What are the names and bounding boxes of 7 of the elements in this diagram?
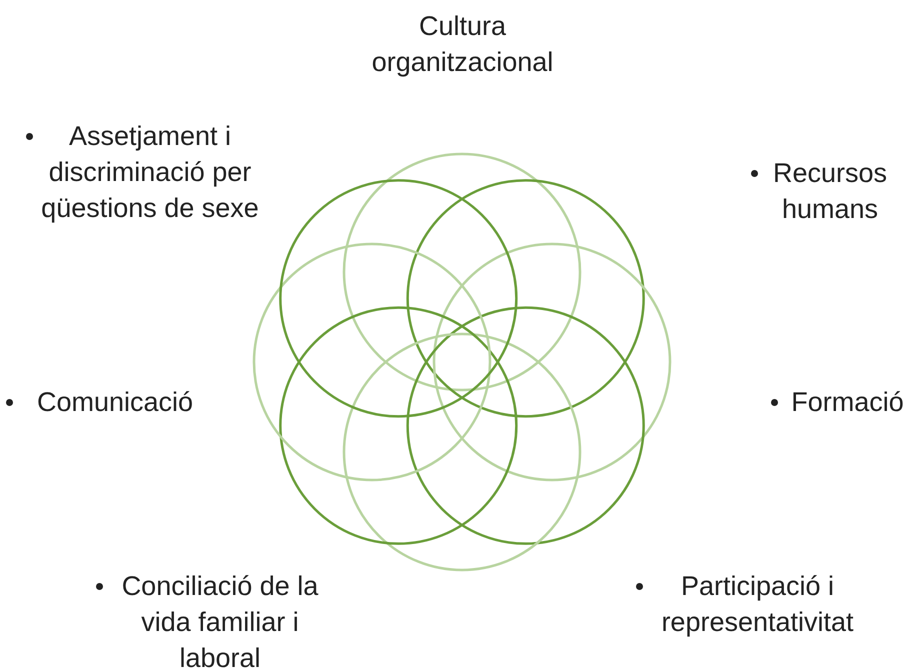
category-label: Participació i representativitat [660, 570, 855, 639]
category-label: Cultura organitzacional [370, 10, 554, 79]
category-label: Comunicació [36, 386, 194, 419]
category-label: Recursos humans [772, 157, 888, 226]
category-label: Formació [790, 386, 905, 419]
category-label: Conciliació de la vida familiar i laboral [120, 570, 320, 670]
category-label: Assetjament i discriminació per qüestions de sexe [40, 120, 260, 225]
